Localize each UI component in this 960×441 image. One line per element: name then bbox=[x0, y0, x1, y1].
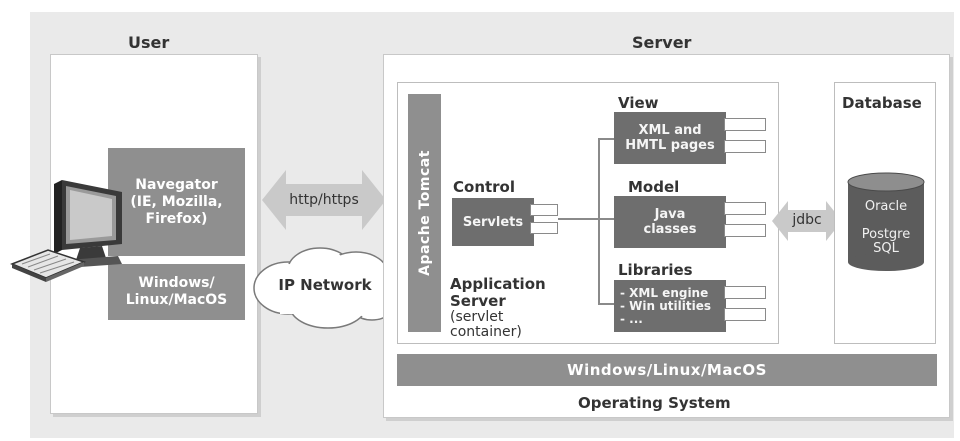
navigator-box: Navegator (IE, Mozilla, Firefox) bbox=[108, 148, 245, 256]
app-server-title: Application Server bbox=[450, 275, 546, 310]
view-component-tab bbox=[724, 140, 766, 153]
connector-line bbox=[598, 138, 614, 140]
server-title: Server bbox=[632, 33, 692, 52]
connector-line bbox=[598, 138, 600, 304]
user-title: User bbox=[128, 33, 170, 52]
libraries-title: Libraries bbox=[618, 261, 693, 279]
model-component-tab bbox=[724, 224, 766, 237]
computer-icon bbox=[9, 178, 140, 288]
model-box: Java classes bbox=[614, 196, 726, 248]
model-component-tab bbox=[724, 202, 766, 215]
connector-line bbox=[558, 218, 614, 220]
http-label: http/https bbox=[289, 192, 359, 208]
view-title: View bbox=[618, 94, 659, 112]
libraries-box: - XML engine - Win utilities - ... bbox=[614, 280, 726, 332]
servlets-component-tab bbox=[530, 204, 558, 216]
app-server-subtitle: (servlet container) bbox=[450, 309, 522, 340]
operating-system-label: Operating System bbox=[578, 394, 731, 412]
jdbc-arrow bbox=[772, 200, 842, 242]
libraries-component-tab bbox=[724, 286, 766, 299]
http-arrow bbox=[262, 168, 386, 232]
model-title: Model bbox=[628, 178, 680, 196]
ip-network-cloud bbox=[250, 244, 400, 330]
database-cylinder-icon bbox=[846, 172, 926, 272]
control-title: Control bbox=[453, 178, 516, 196]
view-component-tab bbox=[724, 118, 766, 131]
database-names: Oracle Postgre SQL bbox=[861, 199, 911, 256]
servlets-box: Servlets bbox=[452, 198, 534, 246]
servlets-component-tab bbox=[530, 222, 558, 234]
user-os-box: Windows/ Linux/MacOS bbox=[108, 264, 245, 320]
ip-network-label: IP Network bbox=[278, 276, 372, 294]
view-box: XML and HMTL pages bbox=[614, 112, 726, 164]
jdbc-label: jdbc bbox=[792, 212, 822, 228]
server-os-bar: Windows/Linux/MacOS bbox=[397, 354, 937, 386]
tomcat-bar: Apache Tomcat bbox=[408, 94, 441, 332]
database-title: Database bbox=[842, 94, 922, 112]
libraries-component-tab bbox=[724, 308, 766, 321]
connector-line bbox=[598, 303, 614, 305]
tomcat-label: Apache Tomcat bbox=[416, 150, 433, 276]
